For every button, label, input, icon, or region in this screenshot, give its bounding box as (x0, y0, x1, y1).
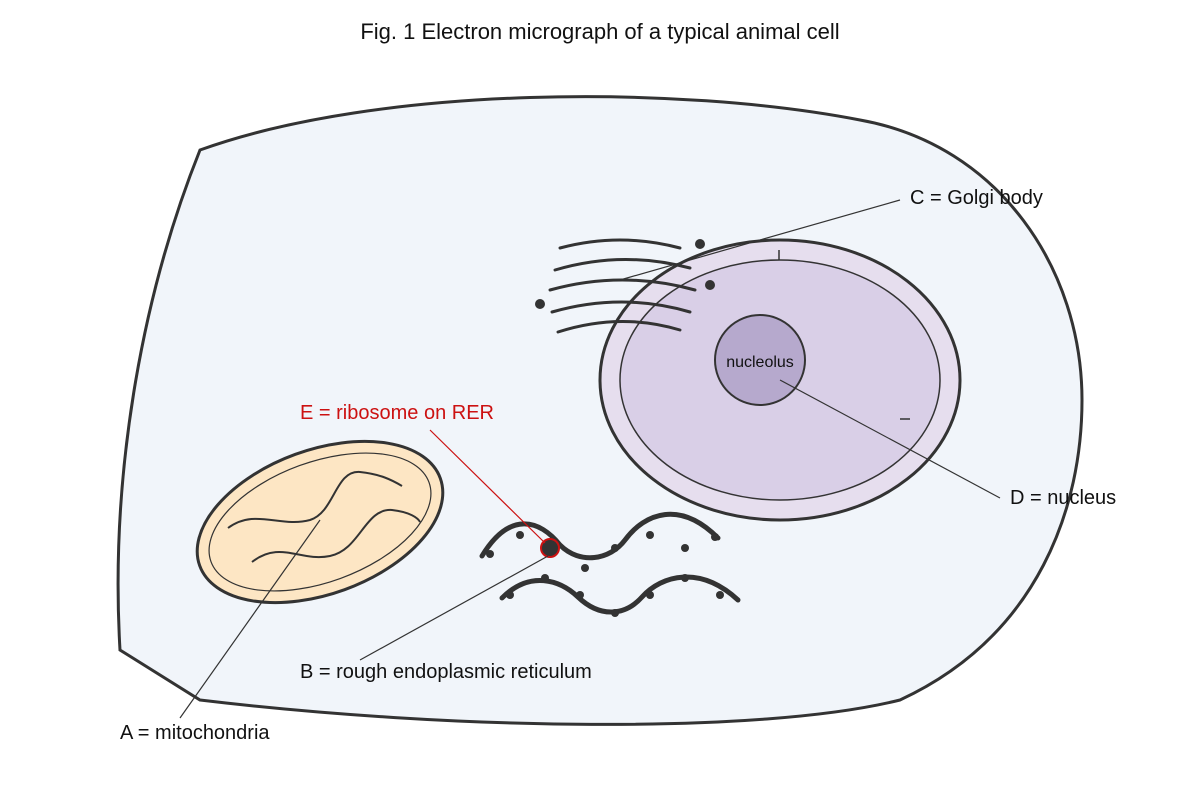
mitochondria-crista (227, 470, 403, 529)
mitochondria-label: A = mitochondria (120, 722, 270, 744)
figure-title: Fig. 1 Electron micrograph of a typical … (360, 19, 840, 44)
rer-ribosomes (486, 531, 724, 617)
nucleus-label: D = nucleus (1010, 487, 1117, 509)
golgi-vesicle (535, 299, 545, 309)
golgi-vesicle (695, 239, 705, 249)
nucleolus-label: nucleolus (726, 354, 794, 371)
mitochondria-inner-membrane (208, 452, 432, 592)
leader-line-d (779, 379, 1001, 499)
rough-er-label: B = rough endoplasmic reticulum (300, 661, 592, 683)
golgi-body-label: C = Golgi body (910, 187, 1043, 209)
leader-line-c (619, 199, 901, 281)
leader-line-a (179, 519, 321, 719)
highlighted-ribosome (540, 538, 560, 558)
leader-line-e (429, 429, 546, 544)
mitochondria (195, 439, 445, 605)
mitochondria-crista (251, 508, 421, 563)
golgi-vesicle (705, 280, 715, 290)
ribosome-label: E = ribosome on RER (300, 402, 494, 424)
nucleolus (714, 314, 806, 406)
leader-line-b (359, 555, 549, 661)
